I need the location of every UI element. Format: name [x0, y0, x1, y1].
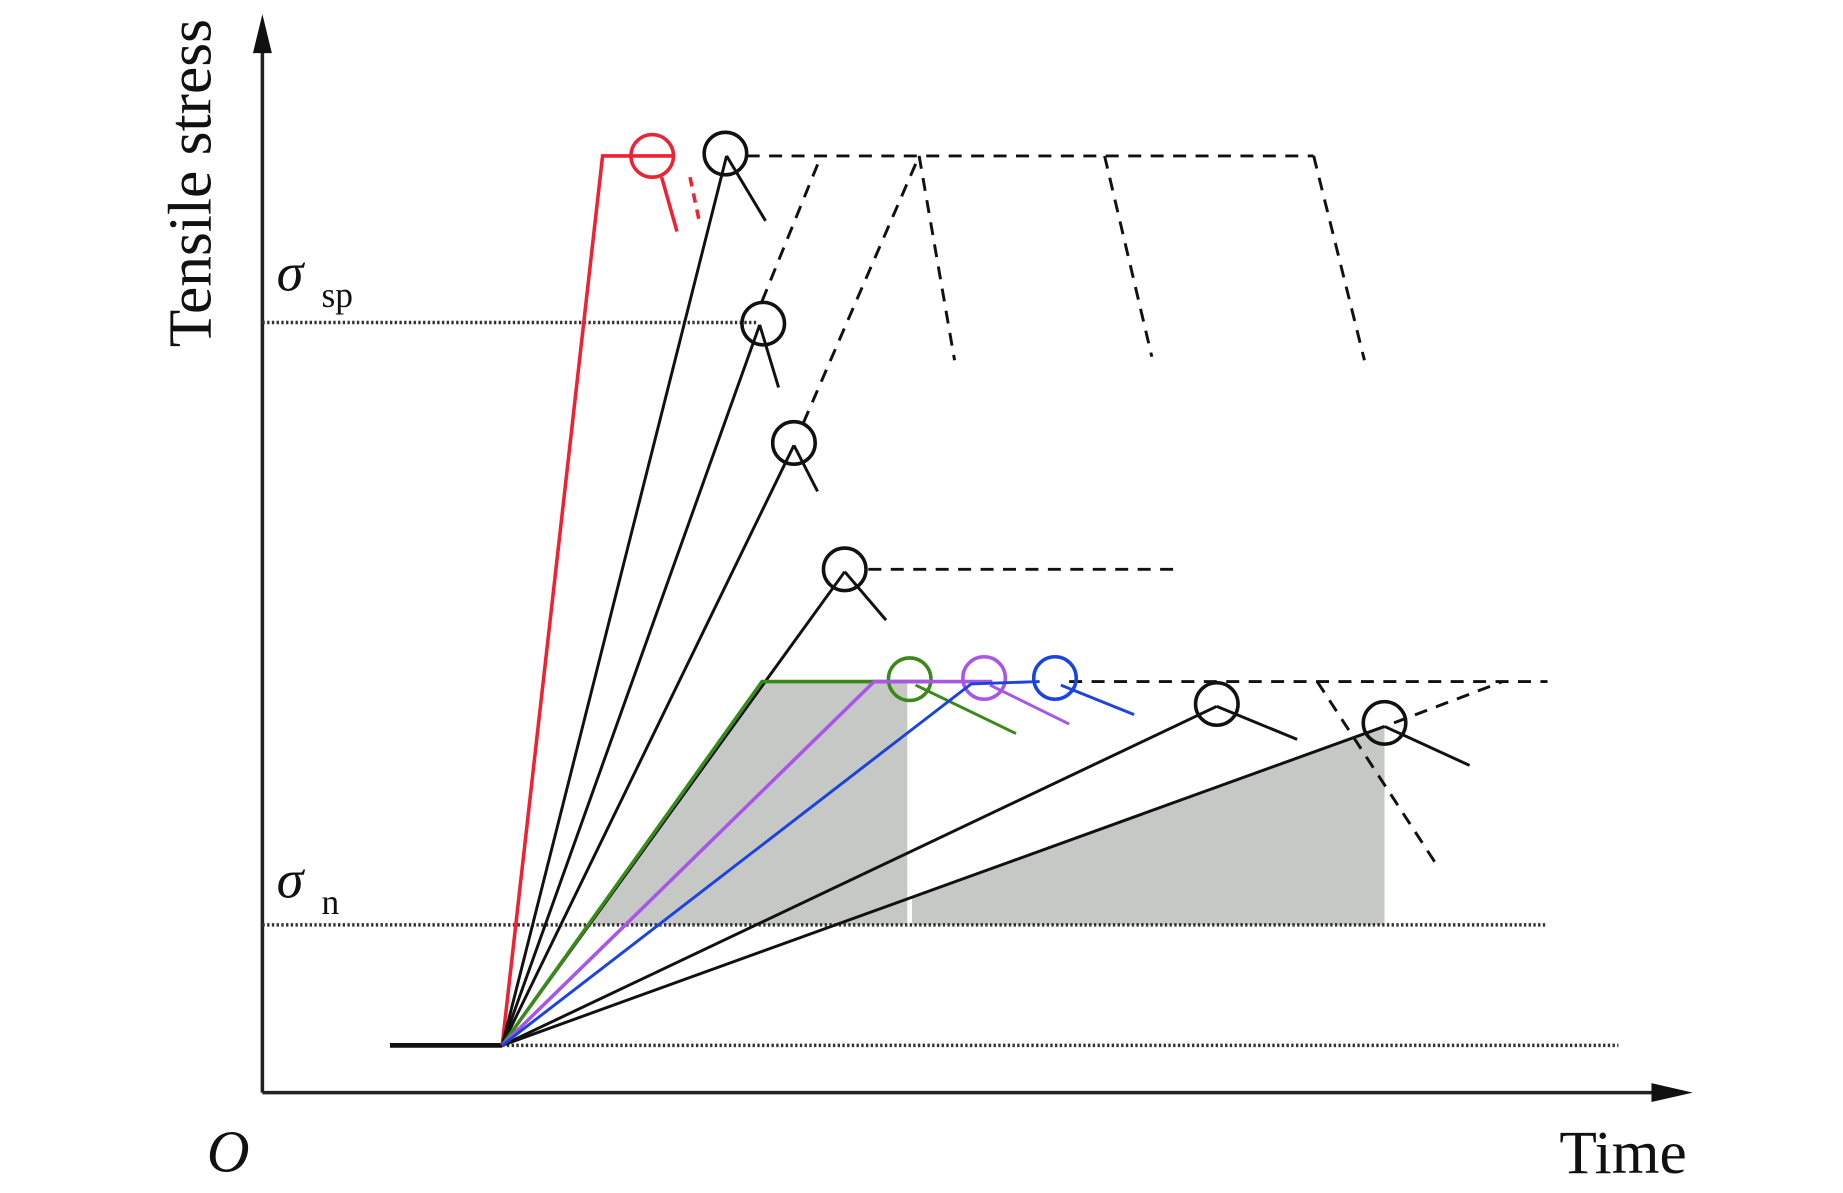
y-axis-arrow: [252, 14, 272, 54]
sigma-n-label: σ n: [277, 850, 340, 923]
x-axis-arrow: [1651, 1083, 1693, 1103]
blue-loading-curve: [501, 654, 1135, 1047]
sigma-sp-subscript: sp: [321, 275, 353, 315]
sigma-sp-label: σ sp: [277, 243, 353, 316]
purple-loading-curve: [500, 654, 1070, 1047]
x-axis-label: Time: [1559, 1119, 1686, 1187]
y-axis-label: Tensile stress: [156, 19, 224, 347]
red-loading-curve: [500, 132, 702, 1046]
sigma-n-subscript: n: [321, 882, 339, 922]
origin-label: O: [207, 1119, 250, 1185]
sigma-n-symbol: σ: [277, 850, 306, 910]
black-loading-curves: [500, 130, 1471, 1047]
shaded-area-right: [912, 726, 1385, 925]
dashed-lines: [746, 154, 1548, 869]
sigma-sp-symbol: σ: [277, 243, 306, 303]
